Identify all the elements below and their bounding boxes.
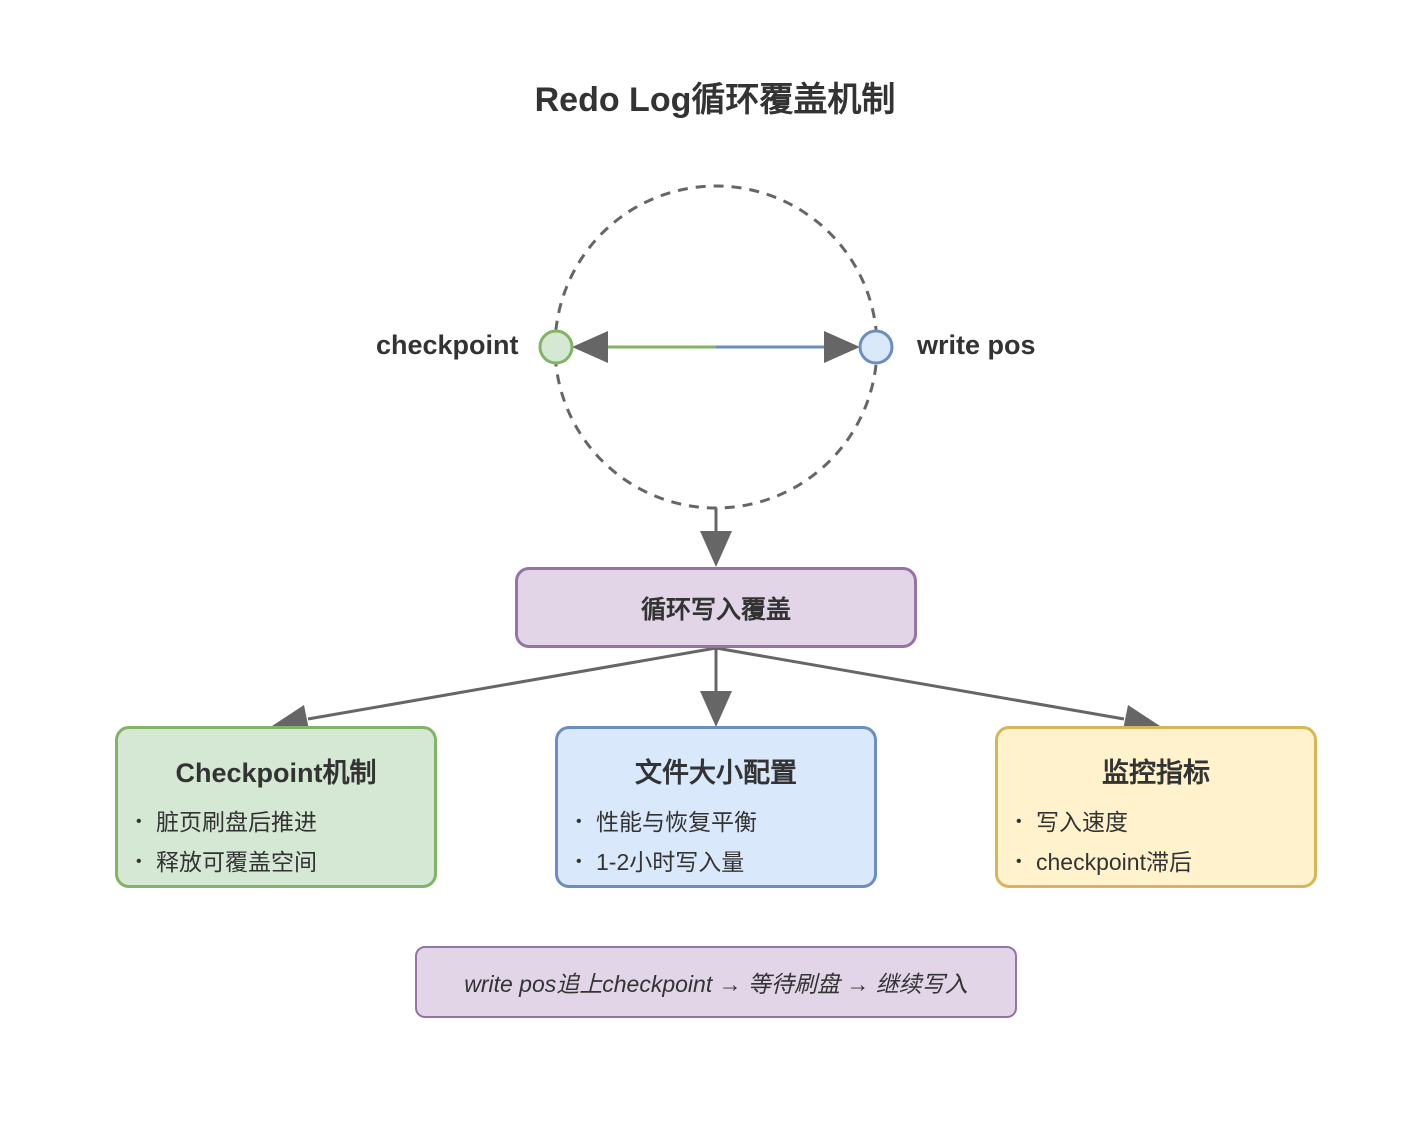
write-pos-node[interactable] [858, 329, 894, 365]
card-title: 文件大小配置 [635, 758, 797, 788]
filesize-card[interactable]: 文件大小配置 性能与恢复平衡 1-2小时写入量 [555, 726, 877, 888]
card-item: 1-2小时写入量 [574, 842, 874, 882]
arrowhead-left [572, 331, 608, 363]
write-pos-label: write pos [917, 330, 1036, 360]
checkpoint-card[interactable]: Checkpoint机制 脏页刷盘后推进 释放可覆盖空间 [115, 726, 437, 888]
ring-to-center-arrowhead [700, 531, 732, 567]
card-item: 释放可覆盖空间 [134, 842, 434, 882]
cyclic-write-node[interactable]: 循环写入覆盖 [515, 567, 917, 648]
edge-to-monitor-card [715, 646, 1125, 721]
flow-note-text: write pos追上checkpoint → 等待刷盘 → 继续写入 [464, 971, 968, 997]
checkpoint-label: checkpoint [376, 330, 519, 360]
monitor-card[interactable]: 监控指标 写入速度 checkpoint滞后 [995, 726, 1317, 888]
arrowhead-filesize-card [700, 691, 732, 727]
card-item: 脏页刷盘后推进 [134, 802, 434, 842]
card-title: 监控指标 [1102, 758, 1210, 788]
edge-to-checkpoint-card [307, 646, 717, 721]
card-item: 写入速度 [1014, 802, 1314, 842]
card-title: Checkpoint机制 [175, 758, 377, 788]
diagram-title: Redo Log循环覆盖机制 [534, 81, 896, 119]
checkpoint-node[interactable] [538, 329, 574, 365]
flow-note: write pos追上checkpoint → 等待刷盘 → 继续写入 [415, 946, 1017, 1018]
card-item: 性能与恢复平衡 [574, 802, 874, 842]
card-item: checkpoint滞后 [1014, 842, 1314, 882]
arrowhead-right [824, 331, 860, 363]
cyclic-write-label: 循环写入覆盖 [640, 595, 791, 624]
